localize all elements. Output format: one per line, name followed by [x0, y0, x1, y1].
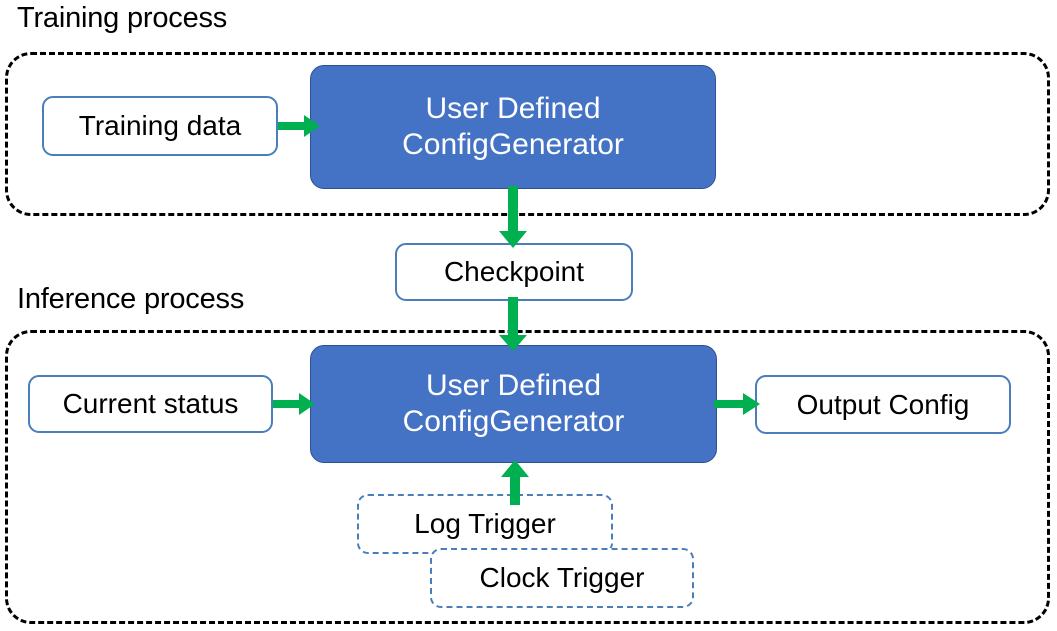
- inference-config-generator-line2: ConfigGenerator: [402, 405, 625, 438]
- log-trigger-box[interactable]: Log Trigger: [357, 494, 613, 554]
- current-status-box[interactable]: Current status: [28, 375, 273, 433]
- training-config-generator-line1: User Defined: [425, 92, 601, 125]
- output-config-box[interactable]: Output Config: [755, 375, 1011, 434]
- arrow-training-data-to-processor-icon: [278, 112, 320, 140]
- clock-trigger-box[interactable]: Clock Trigger: [430, 548, 694, 608]
- inference-config-generator-line1: User Defined: [425, 369, 602, 402]
- training-process-container: [5, 52, 1050, 216]
- training-data-box[interactable]: Training data: [42, 96, 278, 156]
- arrow-processor-to-output-config-icon: [714, 390, 760, 418]
- arrow-processor-to-checkpoint-icon: [498, 186, 528, 248]
- inference-config-generator-box[interactable]: User Defined ConfigGenerator: [310, 345, 717, 463]
- arrow-triggers-to-processor-icon: [500, 460, 530, 505]
- training-config-generator-line2: ConfigGenerator: [402, 128, 624, 161]
- training-config-generator-box[interactable]: User Defined ConfigGenerator: [310, 65, 716, 189]
- arrow-checkpoint-to-processor-icon: [498, 297, 528, 351]
- training-process-label: Training process: [17, 2, 228, 34]
- arrow-current-status-to-processor-icon: [273, 390, 315, 418]
- inference-process-container: [5, 330, 1050, 624]
- checkpoint-box[interactable]: Checkpoint: [395, 243, 633, 301]
- inference-process-label: Inference process: [17, 283, 245, 315]
